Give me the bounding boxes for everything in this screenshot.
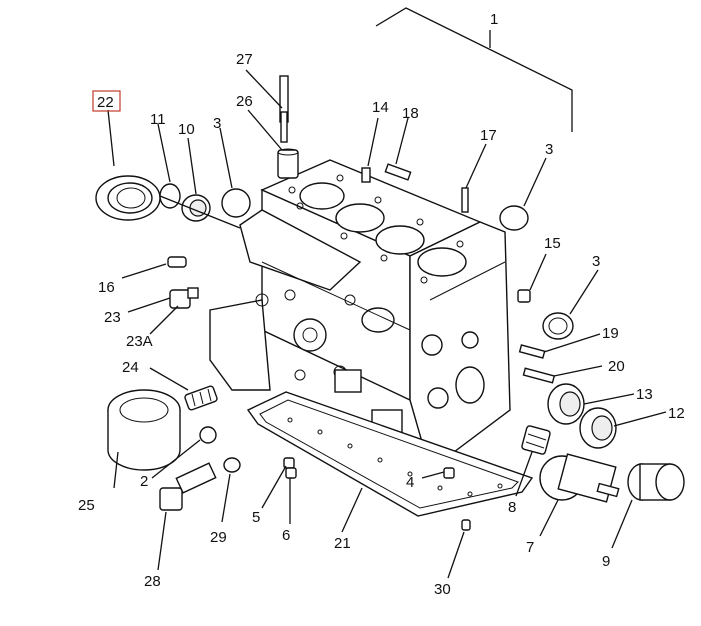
callout-21[interactable]: 21 [334, 535, 351, 552]
gear-12 [579, 407, 617, 449]
stud-19 [518, 344, 546, 359]
snap-ring [159, 183, 181, 209]
plug-4 [443, 467, 455, 479]
callout-10[interactable]: 10 [178, 121, 195, 138]
callout-26[interactable]: 26 [236, 93, 253, 110]
callout-3-right-top[interactable]: 3 [545, 141, 553, 158]
o-ring-29 [223, 457, 241, 473]
plug-16 [167, 256, 187, 268]
callout-7[interactable]: 7 [526, 539, 534, 556]
selected-callout-box [92, 90, 121, 112]
callout-5[interactable]: 5 [252, 509, 260, 526]
callout-20[interactable]: 20 [608, 358, 625, 375]
callout-19[interactable]: 19 [602, 325, 619, 342]
pressure-switch [169, 287, 199, 309]
cylinder-block [209, 159, 511, 472]
callout-23a[interactable]: 23A [126, 333, 153, 350]
oil-pan [246, 391, 534, 517]
callout-2[interactable]: 2 [140, 473, 148, 490]
callout-30[interactable]: 30 [434, 581, 451, 598]
callout-4[interactable]: 4 [406, 474, 414, 491]
dowel-14 [361, 167, 371, 183]
plug-right-top [499, 205, 529, 231]
bearing [181, 194, 211, 222]
nipple [184, 385, 218, 411]
plug-6 [285, 467, 297, 479]
plug-left [221, 188, 251, 218]
sleeve [627, 463, 685, 501]
callout-6[interactable]: 6 [282, 527, 290, 544]
oil-filter [107, 389, 181, 471]
plug-15 [517, 289, 531, 303]
callout-29[interactable]: 29 [210, 529, 227, 546]
drain-bolt [159, 462, 217, 511]
stud-20 [522, 367, 556, 384]
callouts: 22 1 27 26 11 10 3 14 18 17 3 15 3 16 23… [78, 11, 685, 598]
callout-3-right-mid[interactable]: 3 [592, 253, 600, 270]
oil-pump [539, 453, 620, 503]
plug-right-mid [542, 312, 574, 340]
callout-17[interactable]: 17 [480, 127, 497, 144]
pin-and-bushing [277, 75, 299, 179]
dowel-18 [384, 163, 412, 181]
callout-13[interactable]: 13 [636, 386, 653, 403]
callout-23[interactable]: 23 [104, 309, 121, 326]
callout-27[interactable]: 27 [236, 51, 253, 68]
pin-17 [461, 187, 469, 213]
callout-9[interactable]: 9 [602, 553, 610, 570]
callout-25[interactable]: 25 [78, 497, 95, 514]
gear-13 [547, 383, 585, 425]
callout-22[interactable]: 22 [97, 94, 114, 111]
callout-8[interactable]: 8 [508, 499, 516, 516]
callout-28[interactable]: 28 [144, 573, 161, 590]
assembly-bracket [375, 7, 573, 132]
callout-15[interactable]: 15 [544, 235, 561, 252]
callout-3-left[interactable]: 3 [213, 115, 221, 132]
callout-12[interactable]: 12 [668, 405, 685, 422]
callout-11[interactable]: 11 [150, 111, 166, 128]
callout-16[interactable]: 16 [98, 279, 115, 296]
gasket-2 [199, 426, 217, 444]
callout-14[interactable]: 14 [372, 99, 389, 116]
callout-1[interactable]: 1 [490, 11, 498, 28]
callout-24[interactable]: 24 [122, 359, 139, 376]
leader-lines [107, 69, 667, 579]
relief-valve [521, 425, 551, 455]
plug-30 [461, 519, 471, 531]
oil-seal [95, 175, 161, 221]
callout-18[interactable]: 18 [402, 105, 419, 122]
